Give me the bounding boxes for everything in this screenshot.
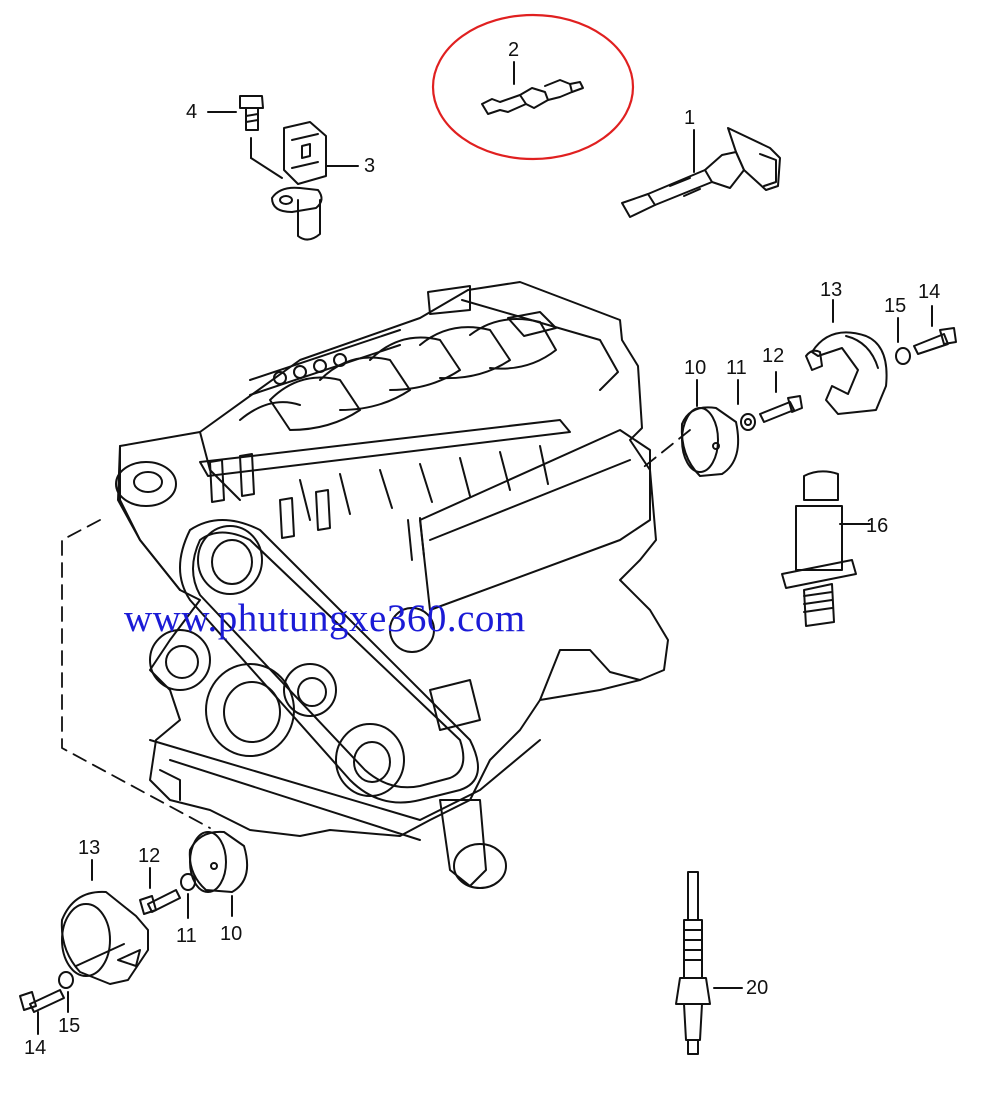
hall-sender-housing-bottom	[60, 859, 149, 985]
callout-15-bottom: 15	[58, 1015, 81, 1037]
engine-block	[115, 281, 669, 889]
watermark-text: www.phutungxe360.com	[124, 597, 526, 640]
solenoid-valve-part	[781, 470, 871, 627]
callout-11-bottom: 11	[176, 925, 197, 947]
callout-16: 16	[866, 515, 889, 537]
camshaft-cover-bottom	[188, 830, 248, 917]
ignition-coil-part	[621, 127, 781, 218]
callout-13-bottom: 13	[78, 837, 101, 859]
bolt-washer-bottom-left	[19, 971, 74, 1035]
washer-bolt-bottom	[139, 867, 196, 919]
callout-13-top: 13	[820, 279, 843, 301]
callout-11-top: 11	[726, 357, 747, 379]
spark-plug-part	[481, 61, 584, 115]
hall-sender-housing-top	[805, 299, 957, 415]
callout-4: 4	[186, 101, 198, 123]
camshaft-cover-top	[680, 371, 803, 477]
callout-1: 1	[684, 107, 696, 129]
callout-10-bottom: 10	[220, 923, 243, 945]
callout-15-top: 15	[884, 295, 907, 317]
glow-plug-part	[675, 871, 743, 1055]
callout-2: 2	[508, 39, 520, 61]
callout-12-bottom: 12	[138, 845, 161, 867]
callout-14-bottom: 14	[24, 1037, 47, 1059]
highlight-circle	[431, 13, 635, 161]
callout-14-top: 14	[918, 281, 941, 303]
callout-10-top: 10	[684, 357, 707, 379]
sensor-part	[207, 95, 359, 241]
callout-12-top: 12	[762, 345, 785, 367]
callout-20: 20	[746, 977, 769, 999]
callout-3: 3	[364, 155, 376, 177]
